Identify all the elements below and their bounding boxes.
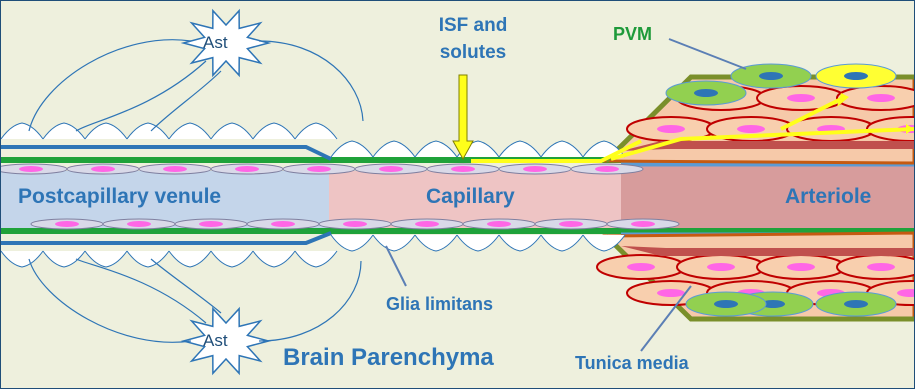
astrocyte-top-label: Ast [203, 33, 228, 53]
endothelial-nucleus [487, 221, 511, 227]
pvm-nucleus [844, 72, 868, 80]
arteriole-label: Arteriole [785, 186, 871, 207]
astrocyte-bottom-label: Ast [203, 331, 228, 351]
glia-endfoot [499, 235, 541, 251]
astrocyte-process [151, 259, 221, 313]
pvm-label: PVM [613, 25, 652, 43]
smc-nucleus [867, 94, 895, 102]
endothelial-nucleus [91, 166, 115, 172]
pvm-nucleus [844, 300, 868, 308]
glia-endfoot [331, 235, 373, 251]
glia-endfoot [415, 141, 457, 157]
pvm-nucleus [694, 89, 718, 97]
endothelial-nucleus [307, 166, 331, 172]
glia-pointer-line [386, 246, 406, 286]
isf-solutes-label: ISF and solutes [419, 12, 527, 66]
glia-endfoot [85, 123, 127, 139]
endothelial-nucleus [523, 166, 547, 172]
glia-endfoot [541, 235, 583, 251]
isf-inflow-arrow [453, 75, 473, 159]
endothelial-nucleus [595, 166, 619, 172]
smc-nucleus [787, 94, 815, 102]
endothelial-nucleus [343, 221, 367, 227]
endothelial-nucleus [19, 166, 43, 172]
glia-endfoot [583, 141, 625, 157]
smc-nucleus [707, 263, 735, 271]
pvm-nucleus [714, 300, 738, 308]
glia-endfoot [1, 251, 43, 267]
glia-endfoot [295, 123, 337, 139]
postcapillary-venule-label: Postcapillary venule [18, 186, 221, 207]
capillary-label: Capillary [426, 186, 515, 207]
glia-endfoot [253, 123, 295, 139]
astrocyte-process [259, 41, 363, 121]
endothelial-nucleus [199, 221, 223, 227]
astrocyte-process [76, 259, 206, 323]
endothelial-nucleus [235, 166, 259, 172]
smc-nucleus [787, 263, 815, 271]
glia-endfoot [373, 141, 415, 157]
glia-endfoot [295, 251, 337, 267]
venule-wall-bottom [1, 233, 331, 243]
endothelial-nucleus [631, 221, 655, 227]
glia-endfoot [253, 251, 295, 267]
glia-endfoot [43, 123, 85, 139]
pvm-pointer-line [669, 39, 746, 69]
tunica-media-label: Tunica media [575, 354, 689, 372]
endothelial-nucleus [271, 221, 295, 227]
astrocyte-process [76, 61, 206, 131]
glia-endfoot [43, 251, 85, 267]
endothelial-nucleus [415, 221, 439, 227]
endothelial-nucleus [55, 221, 79, 227]
isf-line-1: ISF and [419, 12, 527, 39]
smc-nucleus [657, 289, 685, 297]
glia-endfoot [541, 141, 583, 157]
smc-nucleus [737, 125, 765, 133]
isf-line-2: solutes [419, 39, 527, 66]
astrocyte-process [151, 71, 221, 131]
glia-endfoot [415, 235, 457, 251]
endothelial-nucleus [559, 221, 583, 227]
glia-endfoot [127, 251, 169, 267]
glia-limitans-label: Glia limitans [386, 295, 493, 313]
glia-endfoot [211, 251, 253, 267]
endothelial-nucleus [451, 166, 475, 172]
glia-endfoot [1, 123, 43, 139]
glia-endfoot [169, 123, 211, 139]
brain-parenchyma-label: Brain Parenchyma [283, 346, 494, 370]
endothelial-nucleus [379, 166, 403, 172]
smc-nucleus [657, 125, 685, 133]
astrocyte-process [259, 261, 361, 341]
smc-nucleus [627, 263, 655, 271]
glia-endfoot [127, 123, 169, 139]
smc-nucleus [867, 263, 895, 271]
glia-endfoot [211, 123, 253, 139]
glia-endfoot [169, 251, 211, 267]
glia-endfoot [331, 141, 373, 157]
pvm-nucleus [759, 72, 783, 80]
glia-endfoot [373, 235, 415, 251]
glia-endfoot [499, 141, 541, 157]
endothelial-nucleus [127, 221, 151, 227]
glia-endfoot [457, 235, 499, 251]
endothelial-nucleus [163, 166, 187, 172]
